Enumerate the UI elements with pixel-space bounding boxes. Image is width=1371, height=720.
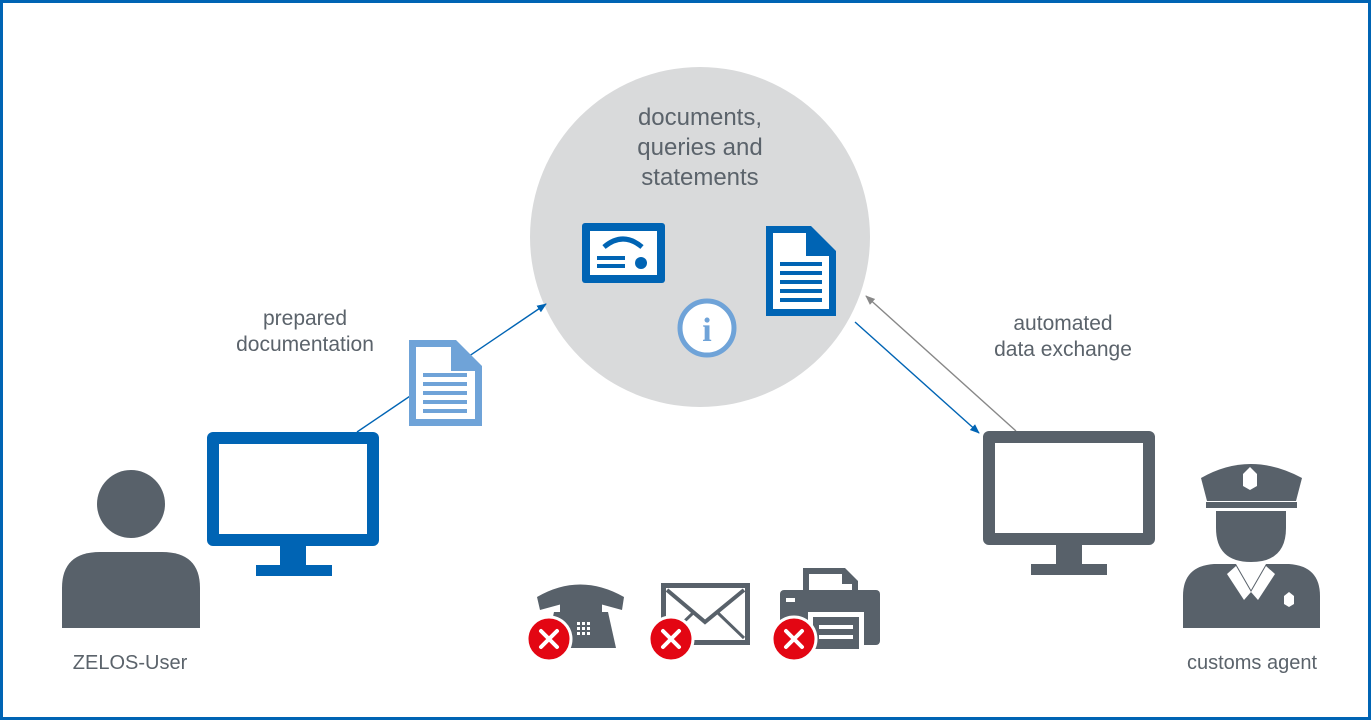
cross-icon <box>525 615 573 663</box>
hub-label-line-3: statements <box>641 164 759 191</box>
data-hub-circle <box>530 67 870 407</box>
hub-label: documents, queries and statements <box>590 103 810 193</box>
automated-data-exchange-line-2: data exchange <box>994 338 1132 362</box>
arrow-agent-to-hub <box>865 295 1017 432</box>
prepared-documentation-line-2: documentation <box>236 333 374 357</box>
customs-agent-label: customs agent <box>1186 652 1318 674</box>
cross-icon <box>647 615 695 663</box>
prepared-documentation-line-1: prepared <box>262 307 348 330</box>
arrow-hub-to-agent <box>854 321 980 434</box>
user-monitor-icon <box>207 432 379 576</box>
hub-label-line-2: queries and <box>637 134 763 161</box>
certificate-icon <box>582 223 665 283</box>
person-icon <box>62 470 200 628</box>
automated-data-exchange-line-1: automated <box>1013 312 1113 335</box>
zelos-user-label: ZELOS-User <box>72 652 188 674</box>
cross-icon <box>770 615 818 663</box>
agent-monitor-icon <box>983 431 1155 575</box>
document-icon <box>766 226 836 316</box>
hub-label-line-1: documents, <box>637 104 763 131</box>
prepared-documentation-label: prepared documentation <box>215 306 395 359</box>
automated-data-exchange-label: automated data exchange <box>973 311 1153 364</box>
prepared-document-icon <box>409 340 482 426</box>
info-icon: i <box>677 298 737 358</box>
police-officer-icon <box>1183 464 1320 628</box>
svg-text:i: i <box>702 312 711 349</box>
